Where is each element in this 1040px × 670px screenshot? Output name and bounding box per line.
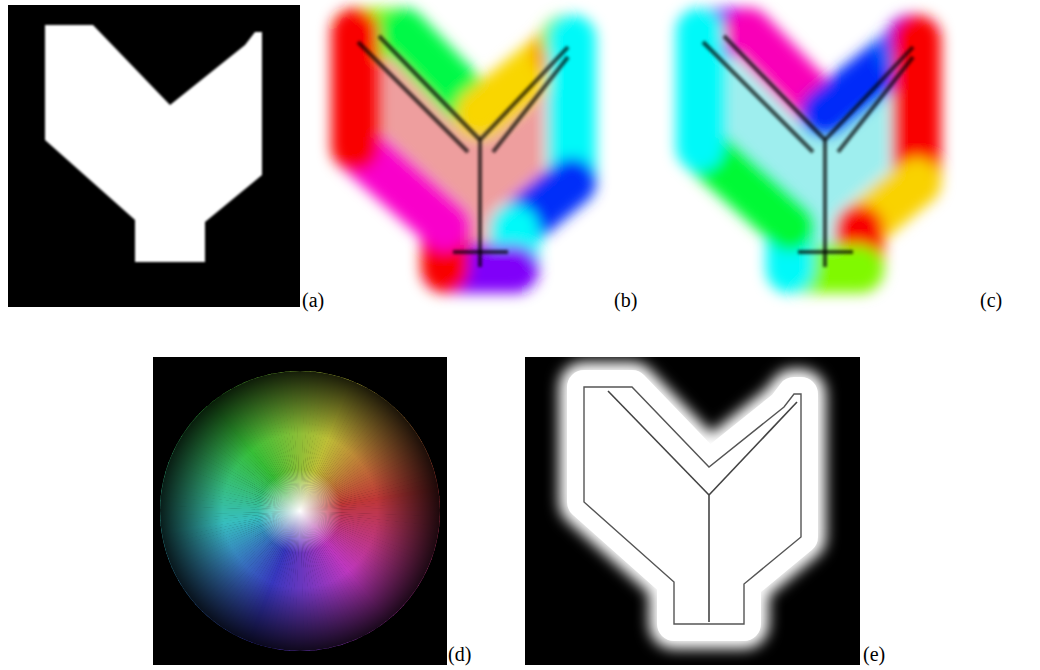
panel-c — [700, 32, 917, 269]
panel-label: (b) — [614, 290, 637, 310]
panel-b — [355, 32, 572, 269]
medial-line — [379, 36, 480, 140]
panel-label: (d) — [448, 644, 471, 664]
skeleton-line — [708, 495, 710, 622]
panel-label: (c) — [980, 290, 1002, 310]
medial-line — [480, 47, 568, 140]
medial-line — [493, 57, 568, 152]
black-square — [8, 5, 300, 307]
contour-line — [584, 387, 801, 624]
panel-label: (e) — [863, 644, 885, 664]
black-square — [153, 357, 447, 665]
black-square — [525, 357, 860, 665]
medial-line — [798, 250, 853, 254]
vector-band — [331, 32, 379, 147]
medial-line — [453, 250, 508, 254]
panel-label: (a) — [302, 290, 324, 310]
skeleton-line — [709, 402, 797, 495]
medial-line — [703, 42, 813, 152]
medial-line — [823, 140, 827, 267]
panel-d — [153, 357, 447, 665]
skeleton-line — [608, 391, 709, 495]
vector-band — [676, 32, 724, 147]
medial-line — [358, 42, 468, 152]
wheel-shade — [160, 371, 440, 651]
y-shape — [45, 25, 262, 262]
panel-a — [8, 5, 300, 307]
glow-shape — [584, 387, 801, 624]
medial-line — [838, 57, 913, 152]
panel-e — [525, 357, 860, 665]
medial-line — [724, 36, 825, 140]
medial-line — [478, 140, 482, 267]
medial-line — [825, 47, 913, 140]
